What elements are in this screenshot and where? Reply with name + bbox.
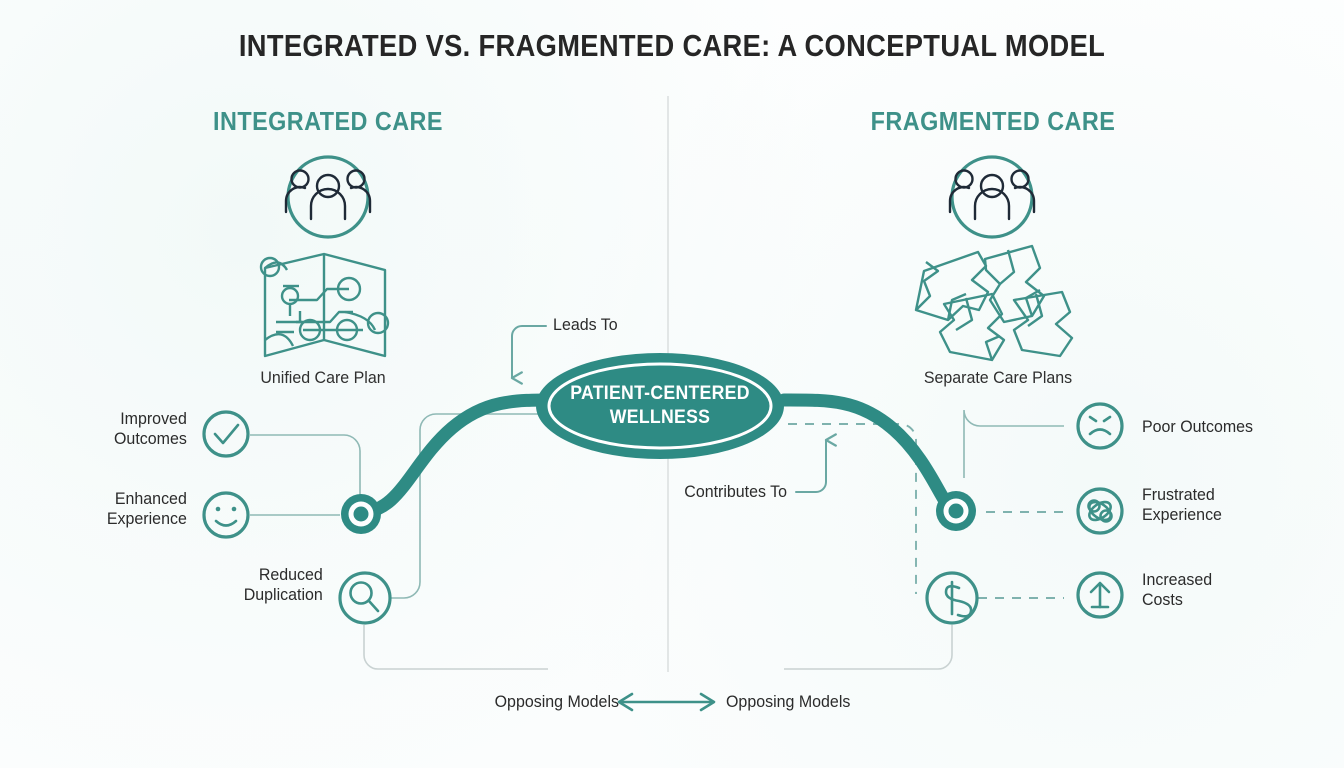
frowning-face-icon — [1076, 402, 1124, 450]
left-people-icon — [284, 155, 372, 239]
separate-care-plans-icon — [914, 244, 1074, 362]
label-increased-costs: Increased Costs — [1142, 570, 1213, 609]
fragmented-flow-curve — [777, 393, 963, 519]
leads-to-arrow — [510, 325, 547, 385]
label-contributes-to: Contributes To — [684, 482, 788, 501]
caption-unified-care-plan: Unified Care Plan — [260, 368, 386, 387]
unified-care-plan-icon — [259, 252, 390, 358]
dollar-sign-icon — [925, 571, 979, 625]
left-junction-node — [341, 494, 381, 534]
label-reduced-duplication: Reduced Duplication — [243, 565, 323, 604]
integrated-flow-curve — [355, 393, 567, 519]
tangled-knot-icon — [1076, 487, 1124, 535]
connector-reduced-duplication — [390, 413, 592, 599]
smiley-face-icon — [202, 491, 250, 539]
connector-left-baseline — [363, 625, 548, 670]
right-people-icon — [948, 155, 1036, 239]
connector-contributes-dashed — [788, 423, 917, 594]
ellipse-text: PATIENT-CENTERED WELLNESS — [545, 382, 776, 430]
label-improved-outcomes: Improved Outcomes — [114, 409, 187, 448]
connector-improved-outcomes — [250, 434, 361, 495]
magnifier-icon — [338, 571, 392, 625]
page-title: INTEGRATED VS. FRAGMENTED CARE: A CONCEP… — [238, 28, 1106, 63]
right-junction-node — [936, 491, 976, 531]
double-headed-arrow-icon — [617, 692, 716, 712]
label-poor-outcomes: Poor Outcomes — [1142, 417, 1254, 436]
label-enhanced-experience: Enhanced Experience — [106, 489, 187, 528]
patient-centered-wellness-ellipse — [536, 353, 784, 459]
heading-integrated-care: INTEGRATED CARE — [213, 106, 443, 136]
connector-poor-outcomes — [963, 409, 1064, 478]
caption-separate-care-plans: Separate Care Plans — [923, 368, 1073, 387]
contributes-to-arrow — [795, 433, 837, 493]
up-arrow-icon — [1076, 571, 1124, 619]
label-opposing-models-right: Opposing Models — [726, 692, 851, 711]
check-circle-icon — [202, 410, 250, 458]
label-leads-to: Leads To — [553, 315, 618, 334]
ellipse-text-line-1: PATIENT-CENTERED — [570, 383, 750, 404]
ellipse-text-line-2: WELLNESS — [609, 407, 711, 428]
label-opposing-models-left: Opposing Models — [494, 692, 619, 711]
label-frustrated-experience: Frustrated Experience — [1142, 485, 1222, 524]
heading-fragmented-care: FRAGMENTED CARE — [870, 106, 1116, 136]
connector-right-baseline — [784, 625, 953, 670]
